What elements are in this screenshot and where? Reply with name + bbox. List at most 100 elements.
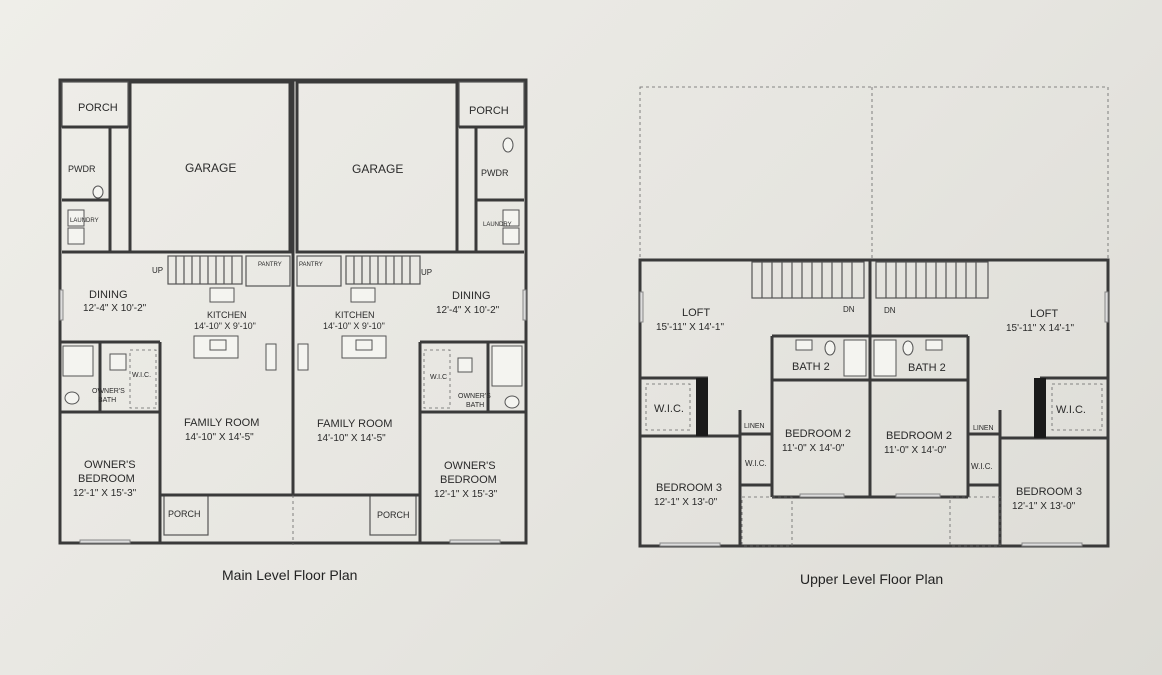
room-dimension: 15'-11" X 14'-1" [1006,323,1074,334]
room-dimension: 12'-1" X 15'-3" [73,488,137,499]
toilet-icon [64,391,80,405]
toilet-icon [502,137,514,153]
room-label: BEDROOM 2 [785,428,851,440]
room-dimension: 11'-0" X 14'-0" [782,443,845,454]
shower-icon [491,345,523,387]
stairs-upper-right-icon [875,261,989,299]
room-dimension: 11'-0" X 14'-0" [884,445,947,456]
room-label: KITCHEN [335,310,375,320]
room-label: W.I.C. [132,372,151,379]
room-label: LAUNDRY [483,222,512,228]
chimney-block [1034,378,1046,438]
room-label: DINING [452,290,491,302]
wic-left-outline [129,349,157,409]
sink-icon [795,339,813,351]
room-label: OWNER'S [92,388,125,395]
room-label: PORCH [469,105,509,117]
main-level-plan [58,78,528,545]
room-label: FAMILY ROOM [317,418,392,430]
stairs-upper-left-icon [751,261,865,299]
upper-outer-wall [638,258,1110,548]
room-label: OWNER'S [84,459,136,471]
room-dimension: 14'-10" X 14'-5" [185,432,254,443]
room-label: W.I.C. [654,403,684,415]
upper-level-plan [638,86,1110,548]
window [799,493,845,498]
window [59,289,64,321]
shower-icon [62,345,94,377]
room-label: OWNER'S [444,460,496,472]
stair-label: DN [884,306,896,315]
window [895,493,941,498]
upper-level-caption: Upper Level Floor Plan [800,571,944,587]
room-label: BEDROOM 2 [886,430,952,442]
room-label: BEDROOM 3 [656,482,722,494]
pantry-left-box [245,255,291,287]
garage-left-walls [128,80,292,254]
window [1021,542,1083,547]
main-level-caption: Main Level Floor Plan [222,567,358,583]
room-label: GARAGE [185,161,236,175]
toilet-icon [92,185,104,199]
dryer-icon [502,227,520,245]
stairs-right-icon [345,255,421,285]
garage-right-walls [295,80,459,254]
toilet-icon [824,340,836,356]
room-label: W.I.C [430,374,447,381]
dryer-icon [67,227,85,245]
toilet-icon [902,340,914,356]
range-icon [350,287,376,303]
wic-right-outline [423,349,451,409]
porch-roof-outline [741,496,793,547]
window [1104,291,1109,323]
washer-icon [67,209,85,227]
room-label: LOFT [682,307,710,319]
room-label: BEDROOM 3 [1016,486,1082,498]
washer-icon [502,209,520,227]
room-label: PORCH [78,102,118,114]
room-dimension: 15'-11" X 14'-1" [656,322,724,333]
window [659,542,721,547]
main-level-labels: PORCH GARAGE PWDR LAUNDRY UP PANTRY DINI… [68,102,512,520]
sink-icon [355,339,373,351]
room-label: BATH [98,397,116,404]
room-label: W.I.C. [1056,404,1086,416]
room-label: LOFT [1030,308,1058,320]
window [79,539,131,544]
room-dimension: 12'-1" X 15'-3" [434,489,498,500]
room-dimension: 14'-10" X 9'-10" [323,321,385,331]
room-label: BATH 2 [792,361,830,373]
room-label: W.I.C. [971,462,993,471]
fridge-icon [265,343,277,371]
room-label: PORCH [377,510,410,520]
chimney-block [696,378,708,436]
range-icon [209,287,235,303]
upper-level-labels: LOFT 15'-11" X 14'-1" DN BATH 2 W.I.C. L… [654,305,1086,512]
stair-label: UP [152,266,163,275]
room-label: OWNER'S [458,393,491,400]
window [639,291,644,323]
room-dimension: 12'-4" X 10'-2" [83,303,147,314]
room-label: PORCH [168,509,201,519]
room-label: PANTRY [299,262,323,268]
wic-upper-right-outline [1051,383,1103,431]
room-label: LINEN [973,425,994,432]
window [522,289,527,321]
room-dimension: 14'-10" X 9'-10" [194,321,256,331]
room-dimension: 12'-4" X 10'-2" [436,305,500,316]
sink-icon [925,339,943,351]
room-label: LAUNDRY [70,218,99,224]
sink-icon [457,357,473,373]
fridge-icon [297,343,309,371]
sink-icon [209,339,227,351]
sink-icon [109,353,127,371]
room-label: BATH 2 [908,362,946,374]
room-label: KITCHEN [207,310,247,320]
room-label: BATH [466,402,484,409]
pantry-right-box [296,255,342,287]
room-label: BEDROOM [78,473,135,485]
room-label: DINING [89,289,128,301]
room-label: GARAGE [352,162,403,176]
room-dimension: 14'-10" X 14'-5" [317,433,386,444]
